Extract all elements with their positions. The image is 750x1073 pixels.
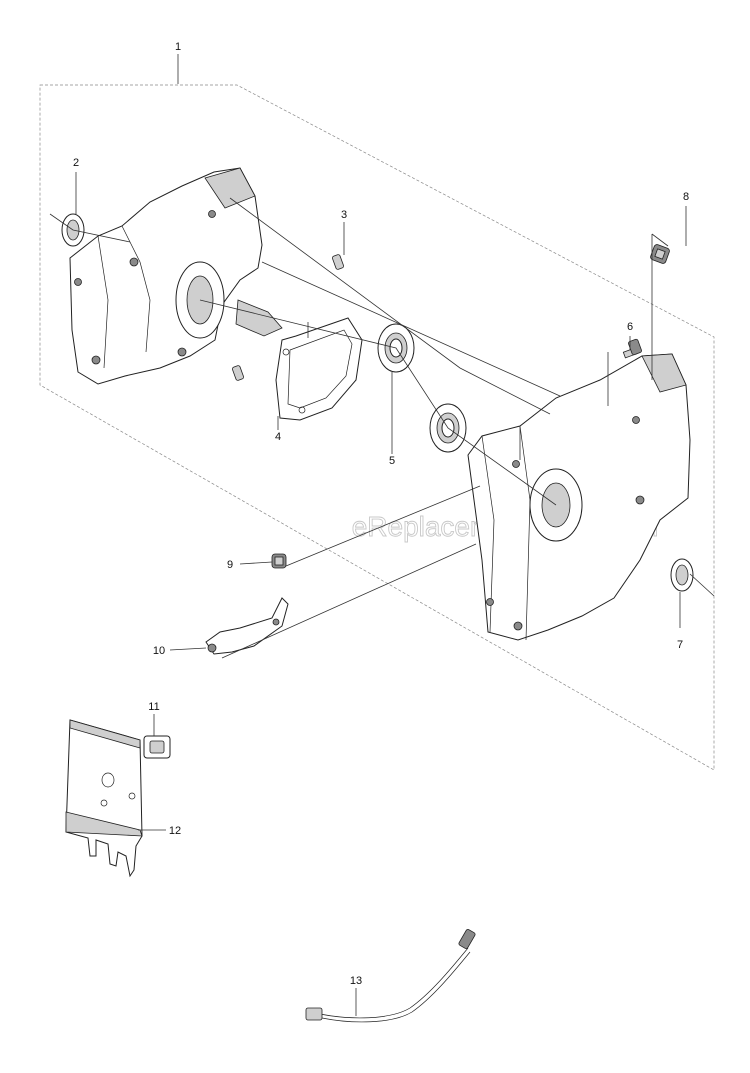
callout-13: 13 bbox=[350, 975, 362, 987]
callout-8: 8 bbox=[683, 191, 689, 203]
crankcase-gasket[interactable] bbox=[275, 317, 363, 421]
guide-pins[interactable] bbox=[232, 254, 344, 381]
bushing-9[interactable] bbox=[271, 553, 287, 569]
callout-4: 4 bbox=[275, 431, 281, 443]
plate-12[interactable] bbox=[65, 719, 143, 878]
leader-lines bbox=[49, 54, 715, 1016]
callout-3: 3 bbox=[341, 209, 347, 221]
callout-7: 7 bbox=[677, 639, 683, 651]
assembly-boundary bbox=[39, 84, 715, 771]
callout-2: 2 bbox=[73, 157, 79, 169]
callout-9: 9 bbox=[227, 559, 233, 571]
callout-1: 1 bbox=[175, 41, 181, 53]
callout-5: 5 bbox=[389, 455, 395, 467]
nut-8[interactable] bbox=[650, 244, 671, 265]
cable-13[interactable] bbox=[305, 929, 476, 1023]
callout-11: 11 bbox=[148, 701, 159, 713]
crankcase-left-half[interactable] bbox=[69, 167, 283, 385]
oil-seal-right[interactable] bbox=[670, 558, 694, 592]
screw-6[interactable] bbox=[622, 338, 642, 359]
bracket-10[interactable] bbox=[205, 597, 289, 655]
crankcase-right-half[interactable] bbox=[467, 353, 691, 641]
callout-6: 6 bbox=[627, 321, 633, 333]
callout-10: 10 bbox=[153, 645, 165, 657]
washer-11[interactable] bbox=[143, 735, 171, 759]
callout-12: 12 bbox=[169, 825, 181, 837]
callout-labels: 1 2 3 4 5 6 7 8 9 10 11 12 13 bbox=[73, 41, 689, 987]
